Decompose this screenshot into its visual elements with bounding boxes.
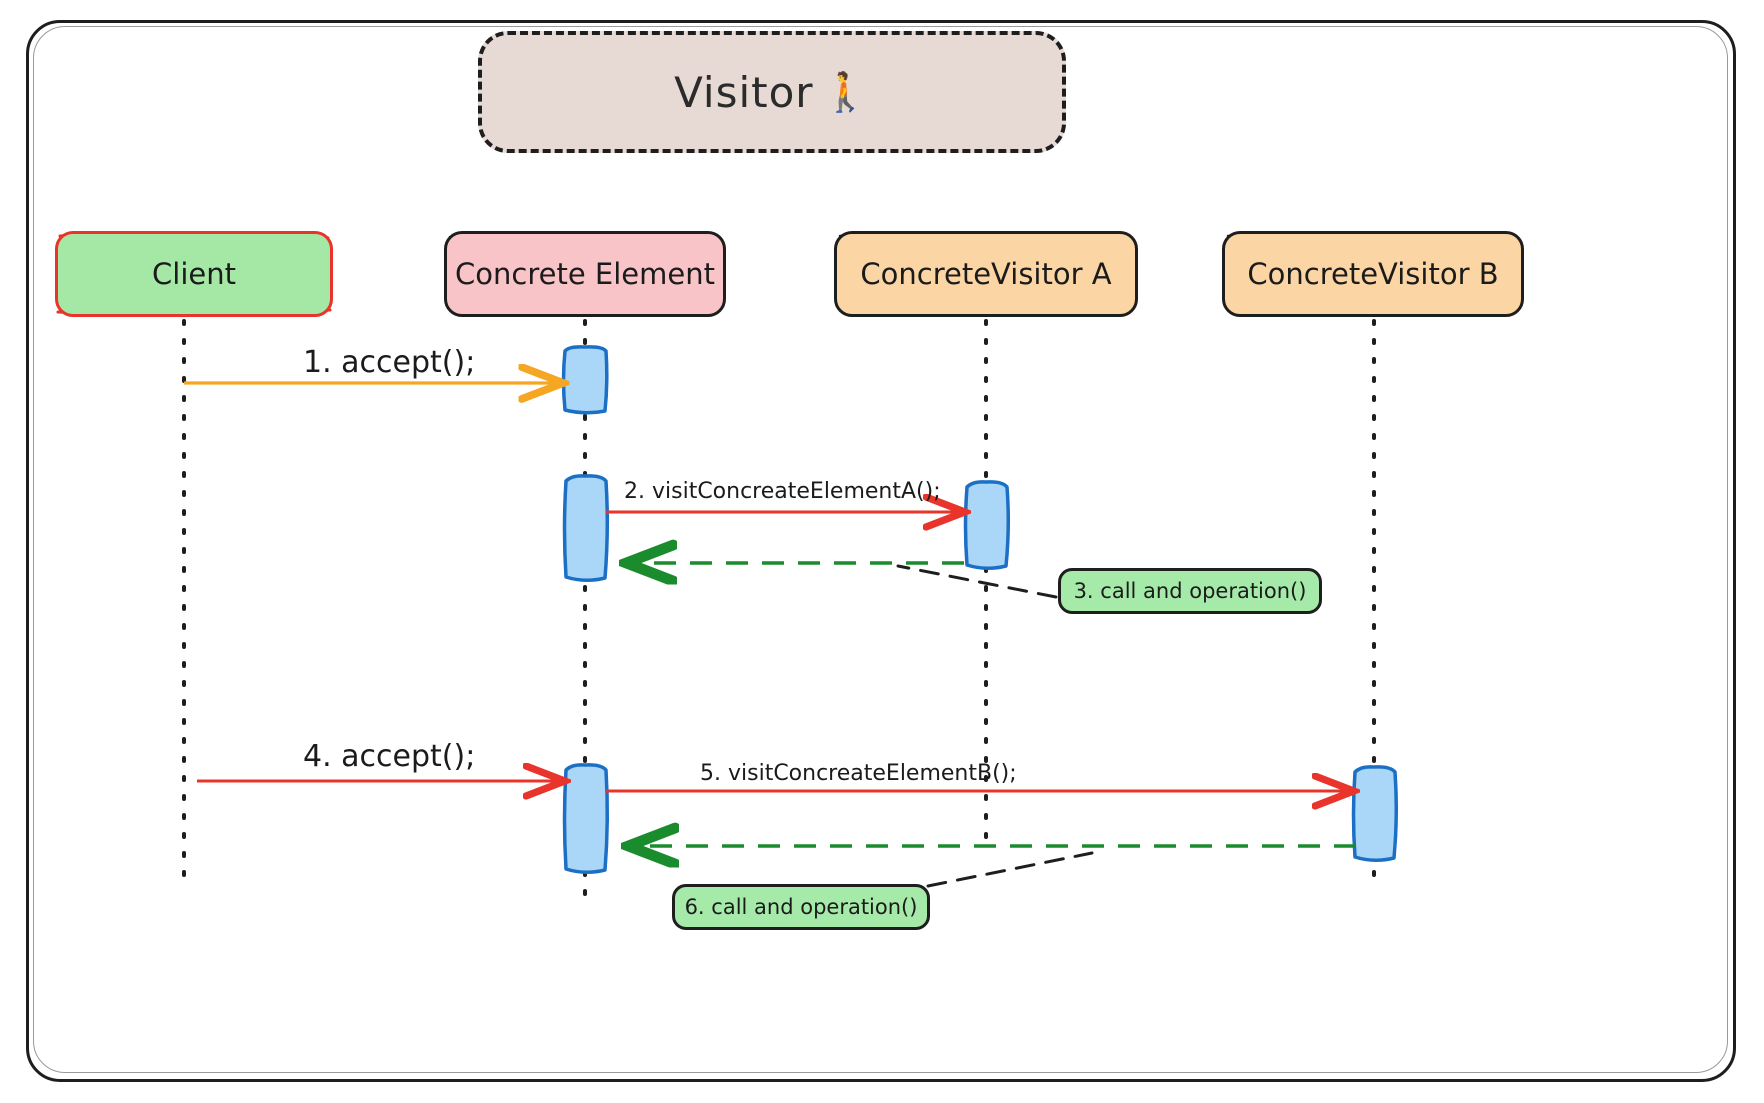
participant-label: Client <box>152 257 236 291</box>
participant-label: ConcreteVisitor A <box>860 257 1112 291</box>
participant-concrete-element[interactable]: Concrete Element <box>444 231 726 317</box>
participant-concrete-visitor-a[interactable]: ConcreteVisitor A <box>834 231 1138 317</box>
note-text: 6. call and operation() <box>684 895 918 919</box>
page-title: Visitor <box>674 67 814 117</box>
walking-person-icon: 🚶 <box>821 69 870 114</box>
diagram-frame <box>26 20 1736 1082</box>
message-label-1: 1. accept(); <box>303 345 476 380</box>
note-call-and-operation-a[interactable]: 3. call and operation() <box>1058 568 1322 614</box>
note-call-and-operation-b[interactable]: 6. call and operation() <box>672 884 930 930</box>
note-text: 3. call and operation() <box>1073 579 1307 603</box>
participant-concrete-visitor-b[interactable]: ConcreteVisitor B <box>1222 231 1524 317</box>
diagram-title-box: Visitor 🚶 <box>478 31 1066 153</box>
message-label-4: 4. accept(); <box>303 739 476 774</box>
message-label-2: 2. visitConcreateElementA(); <box>624 479 941 504</box>
participant-label: ConcreteVisitor B <box>1247 257 1499 291</box>
message-label-5: 5. visitConcreateElementB(); <box>700 761 1017 786</box>
participant-label: Concrete Element <box>455 257 715 291</box>
participant-client[interactable]: Client <box>55 231 333 317</box>
